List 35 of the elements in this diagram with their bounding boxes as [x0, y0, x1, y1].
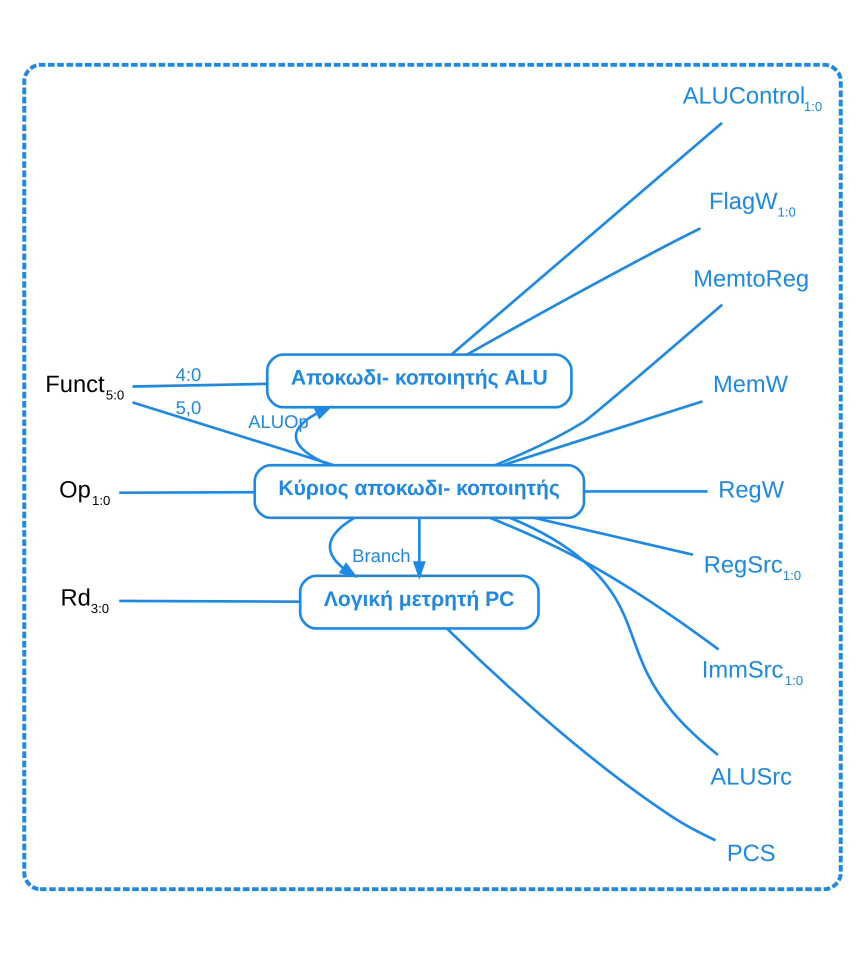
edge-label: Branch: [352, 545, 411, 566]
arrow: [294, 406, 333, 466]
edge-label: 4:0: [176, 364, 202, 386]
connector: [490, 516, 720, 651]
connector: [132, 382, 268, 388]
node-text: Op$_{1:0}$: [59, 477, 110, 508]
node-text: RegW: [718, 477, 784, 504]
node-text: Rd$_{3:0}$: [60, 585, 110, 616]
connector: [119, 490, 255, 494]
connector: [502, 400, 703, 466]
connector: [446, 628, 716, 842]
node-text: Funct$_{5:0}$: [45, 372, 124, 402]
node-text: MemtoReg: [693, 266, 810, 293]
connector: [534, 516, 694, 556]
node-text: FlagW$_{1:0}$: [709, 188, 796, 220]
connector: [584, 490, 708, 493]
node-text: MemW: [713, 372, 788, 398]
node-box: Λογική μετρητή PC: [298, 574, 540, 630]
connector: [132, 401, 334, 466]
connector: [450, 122, 723, 356]
node-text: RegSrc$_{1:0}$: [704, 552, 802, 583]
cluster: [22, 62, 843, 892]
node-text: ALUSrc: [710, 764, 792, 790]
connector: [119, 600, 300, 603]
connector: [466, 227, 701, 356]
connector: [494, 304, 724, 466]
connector: [510, 516, 719, 756]
node-box: Κύριος αποκωδι- κοποιητής: [253, 464, 586, 520]
node-text: ALUControl$_{1:0}$: [682, 84, 822, 114]
edge-label: 5,0: [176, 397, 202, 418]
node-box: Αποκωδι- κοποιητής ALU: [266, 353, 573, 409]
node-text: ImmSrc$_{1:0}$: [702, 658, 804, 688]
node-text: PCS: [726, 840, 776, 867]
arrow: [412, 518, 426, 580]
arrow: [328, 517, 358, 578]
